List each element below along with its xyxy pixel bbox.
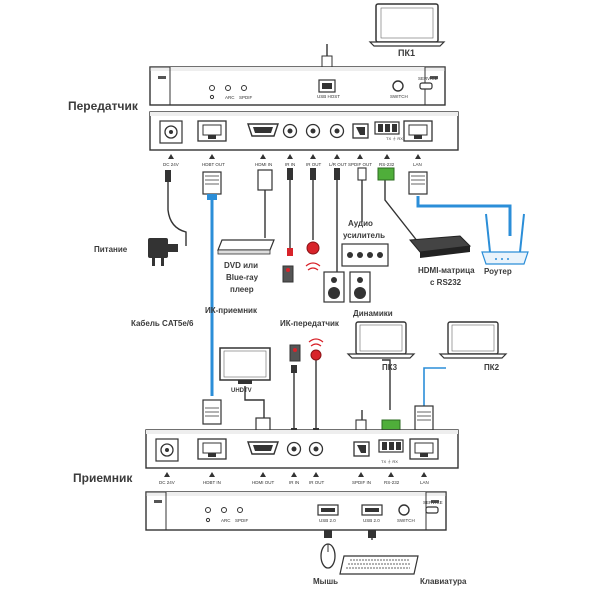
rx-port-ir-out: IR OUT: [309, 480, 325, 485]
dvd-player-icon: [217, 239, 275, 255]
tx-ir-transmitter-icon: [305, 241, 321, 271]
transmitter-back-panel: [149, 111, 459, 151]
mouse-label: Мышь: [313, 577, 338, 586]
receiver-front-panel: [145, 491, 447, 531]
rx-front-switch: SWITCH: [397, 518, 415, 523]
speakers-label: Динамики: [353, 309, 393, 318]
transmitter-label: Передатчик: [68, 99, 139, 113]
power-adapter-icon: [148, 238, 178, 266]
rx-port-spdif-in: SPDIF IN: [352, 480, 371, 485]
tx-port-lr-out: L/R OUT: [329, 162, 347, 167]
tx-back-arrows: [168, 154, 421, 159]
hdmi-matrix-label-line2: с RS232: [430, 278, 462, 287]
pc2-label: ПК2: [484, 363, 500, 372]
tx-port-ir-in: IR IN: [285, 162, 295, 167]
rs232-cable-pc3: [382, 359, 391, 410]
tx-front-service: SERVICE: [418, 76, 438, 81]
rx-port-hdbt-in: HDBT IN: [203, 480, 221, 485]
lan-cable-pc2-group: [423, 367, 446, 410]
hdmi-cable-tv: [244, 386, 265, 418]
dvd-label-line1: DVD или: [224, 261, 258, 270]
rx-front-usb-2: USB 2.0: [363, 518, 380, 523]
tx-port-hdmi-in: HDMI IN: [255, 162, 272, 167]
rx-ir-transmitter-icon: [308, 338, 324, 361]
lan-cable-pc2: [423, 367, 446, 410]
rx-front-usb-1: USB 2.0: [319, 518, 336, 523]
tx-port-rs232: RS-232: [379, 162, 395, 167]
tx-plugs: [165, 167, 428, 200]
cable-label: Кабель CAT5e/6: [131, 319, 194, 328]
rx-ir-receiver-icon: [289, 344, 301, 373]
hdmi-matrix-icon: [408, 235, 472, 258]
dvd-label-line2: Blue-ray: [226, 273, 259, 282]
transmitter-front-panel: [149, 66, 446, 106]
power-cable: [167, 182, 187, 246]
rx-port-hdmi-out: HDMI OUT: [252, 480, 274, 485]
tx-front-switch: SWITCH: [390, 94, 408, 99]
uhdtv-label: UHDTV: [231, 388, 252, 394]
mouse-icon: [320, 530, 336, 569]
tx-front-usb-host: USB HOST: [317, 94, 340, 99]
rx-port-rs232: RS-232: [384, 480, 400, 485]
rx-front-arc: ARC: [221, 518, 231, 523]
power-label: Питание: [94, 245, 128, 254]
tx-port-ir-out: IR OUT: [306, 162, 322, 167]
tx-terminal-label: TX ⏚ RX: [386, 135, 403, 141]
pc3-laptop: [346, 321, 416, 359]
rx-terminal-label: TX ⏚ RX: [381, 458, 398, 464]
rx-port-ir-in: IR IN: [289, 480, 299, 485]
pc2-laptop: [438, 321, 508, 359]
pc1-laptop: [368, 3, 446, 47]
hdmi-matrix-label-line1: HDMI-матрица: [418, 266, 475, 275]
tx-port-spdif-out: SPDIF OUT: [348, 162, 372, 167]
speakers-icon: [323, 271, 371, 303]
keyboard-icon: [339, 530, 419, 575]
pc1-label: ПК1: [398, 48, 415, 58]
tx-front-arc: ARC: [225, 95, 235, 100]
network-cables: [210, 196, 512, 396]
audio-label-line1: Аудио: [348, 219, 373, 228]
tx-port-lan: LAN: [413, 162, 422, 167]
tx-port-dc24v: DC 24V: [163, 162, 179, 167]
receiver-back-panel: [145, 429, 459, 469]
rx-front-service: SERVICE: [423, 500, 443, 505]
lan-cable-tx: [416, 196, 512, 236]
ir-receiver-label: ИК-приемник: [205, 306, 258, 315]
router-icon: [481, 213, 529, 265]
dvd-label-line3: плеер: [230, 285, 254, 294]
rx-back-arrows: [164, 472, 427, 477]
ir-transmitter-label: ИК-передатчик: [280, 319, 340, 328]
rx-port-dc24v: DC 24V: [159, 480, 175, 485]
router-label: Роутер: [484, 267, 512, 276]
tx-port-hdbt-out: HDBT OUT: [202, 162, 225, 167]
tx-ir-receiver-icon: [282, 248, 294, 283]
audio-label-line2: усилитель: [343, 231, 385, 240]
rx-port-lan: LAN: [420, 480, 429, 485]
tx-front-spdif: SPDIF: [239, 95, 253, 100]
rx-front-spdif: SPDIF: [235, 518, 249, 523]
audio-amplifier-icon: [341, 243, 389, 267]
rs232-cable-tx: [384, 180, 419, 243]
pc3-label: ПК3: [382, 363, 398, 372]
uhdtv-icon: [219, 347, 271, 384]
keyboard-label: Клавиатура: [420, 577, 467, 586]
receiver-label: Приемник: [73, 471, 133, 485]
